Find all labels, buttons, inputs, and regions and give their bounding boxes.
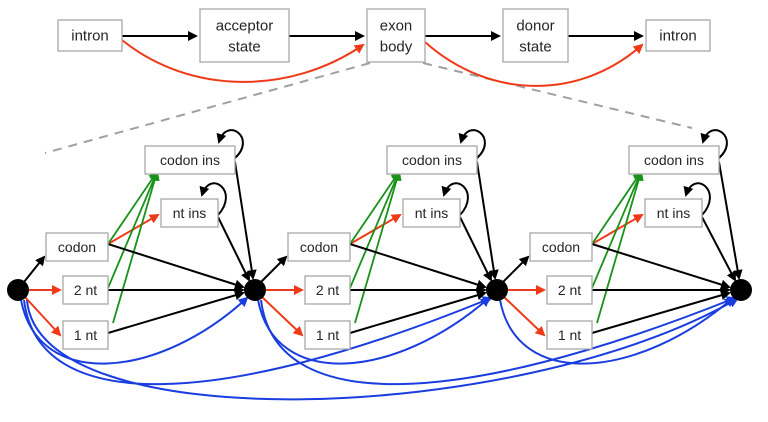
edge-junction-codon-0: [23, 255, 46, 283]
codon-ins-state-0: codon ins: [144, 145, 236, 175]
edge-junction-1nt-0: [24, 296, 62, 337]
codon-ins-state-1: codon ins: [386, 145, 478, 175]
1nt-state-0-label: 1 nt: [74, 327, 97, 343]
codon-state-2: codon: [529, 232, 593, 262]
edge-codon-codonins-2: [591, 170, 643, 245]
block-nodes: codon 2 nt 1 nt codon ins nt ins codon 2 nt 1 n…: [7, 145, 752, 350]
edge-junction-1nt-2: [503, 296, 546, 337]
node-label-line2: state: [228, 39, 261, 56]
codon-ins-state-1-label: codon ins: [402, 152, 462, 168]
selfloop-codonins-2: [700, 129, 728, 159]
nt-ins-state-2: nt ins: [644, 198, 703, 228]
selfloop-ntins-1: [441, 182, 469, 216]
edge-1nt-codonins-1: [354, 170, 402, 324]
edge-junction-1nt-1: [261, 296, 304, 337]
node-label-line1: donor: [516, 18, 554, 35]
blue-skip-edge-1-2: [257, 296, 491, 365]
edge-junction-codon-1: [260, 255, 288, 283]
2nt-state-1-label: 2 nt: [316, 282, 339, 298]
nt-ins-state-2-label: nt ins: [657, 205, 690, 221]
node-donor-state: donor state: [502, 8, 569, 63]
codon-ins-state-2: codon ins: [628, 145, 720, 175]
codon-state-0: codon: [45, 232, 109, 262]
codon-ins-state-0-label: codon ins: [160, 152, 220, 168]
edge-codonins-junction-1: [476, 161, 499, 280]
edge-ntins-junction-1: [459, 216, 492, 282]
node-label-line2: state: [519, 39, 552, 56]
edge-codon-codonins-1: [349, 170, 401, 245]
node-exon-body: exon body: [366, 8, 426, 63]
selfloop-codonins-0: [216, 129, 244, 159]
expansion-guides: [44, 62, 693, 154]
1nt-state-2-label: 1 nt: [558, 327, 581, 343]
codon-state-2-label: codon: [542, 239, 580, 255]
2nt-state-0: 2 nt: [62, 275, 109, 305]
2nt-state-2: 2 nt: [546, 275, 593, 305]
node-intron-right: intron: [645, 19, 711, 52]
nt-ins-state-0-label: nt ins: [173, 205, 206, 221]
blue-skip-edges: [20, 296, 739, 401]
1nt-state-1-label: 1 nt: [316, 327, 339, 343]
2nt-state-2-label: 2 nt: [558, 282, 581, 298]
selfloop-codonins-1: [458, 129, 486, 159]
selfloop-ntins-0: [199, 182, 227, 216]
junction-node-0: [7, 279, 29, 301]
1nt-state-0: 1 nt: [62, 320, 109, 350]
edge-1nt-codonins-0: [112, 170, 160, 324]
blue-skip-edge-1-3: [260, 296, 737, 386]
1nt-state-1: 1 nt: [304, 320, 351, 350]
node-label: intron: [71, 28, 109, 45]
edge-intron-exon-skip: [121, 39, 365, 83]
selfloop-ntins-2: [683, 182, 711, 216]
edge-2nt-codonins-2: [591, 170, 643, 289]
1nt-state-2: 1 nt: [546, 320, 593, 350]
codon-state-0-label: codon: [58, 239, 96, 255]
expansion-guide-left: [44, 62, 371, 154]
node-label-line2: body: [380, 39, 413, 56]
junction-node-2: [486, 279, 508, 301]
blue-skip-edge-2-3: [499, 296, 735, 365]
edge-codonins-junction-2: [718, 161, 743, 280]
edge-codonins-junction-0: [234, 161, 257, 280]
2nt-state-0-label: 2 nt: [74, 282, 97, 298]
node-intron-left: intron: [57, 19, 123, 52]
edge-codon-junction-1: [349, 243, 487, 290]
edge-1nt-codonins-2: [596, 170, 644, 324]
node-acceptor-state: acceptor state: [199, 8, 290, 63]
edge-1nt-junction-2: [591, 290, 731, 334]
edge-ntins-junction-2: [701, 216, 736, 282]
top-row-nodes: intron acceptor state exon body donor st…: [57, 8, 711, 63]
edge-exon-intron-skip: [424, 41, 644, 87]
edge-codon-junction-0: [107, 243, 245, 290]
edge-1nt-junction-0: [107, 290, 245, 334]
codon-ins-state-2-label: codon ins: [644, 152, 704, 168]
edge-junction-codon-2: [502, 255, 530, 283]
edge-codon-codonins-0: [107, 170, 159, 245]
edge-2nt-codonins-0: [107, 170, 159, 289]
nt-ins-state-1-label: nt ins: [415, 205, 448, 221]
2nt-state-1: 2 nt: [304, 275, 351, 305]
expansion-guide-right: [422, 62, 693, 129]
block-edges: [23, 129, 743, 337]
edge-ntins-junction-0: [217, 216, 250, 282]
edge-2nt-codonins-1: [349, 170, 401, 289]
codon-state-1: codon: [287, 232, 351, 262]
blue-skip-edge-0-2: [23, 296, 493, 386]
edge-1nt-junction-1: [349, 290, 487, 334]
node-label-line1: exon: [380, 18, 413, 35]
junction-node-3: [730, 279, 752, 301]
junction-node-1: [244, 279, 266, 301]
codon-state-1-label: codon: [300, 239, 338, 255]
nt-ins-state-1: nt ins: [402, 198, 461, 228]
blue-skip-edge-0-3: [26, 298, 739, 401]
node-label: intron: [659, 28, 697, 45]
node-label-line1: acceptor: [216, 18, 274, 35]
edge-codon-junction-2: [591, 243, 731, 290]
nt-ins-state-0: nt ins: [160, 198, 219, 228]
top-row-edges: [121, 31, 644, 87]
